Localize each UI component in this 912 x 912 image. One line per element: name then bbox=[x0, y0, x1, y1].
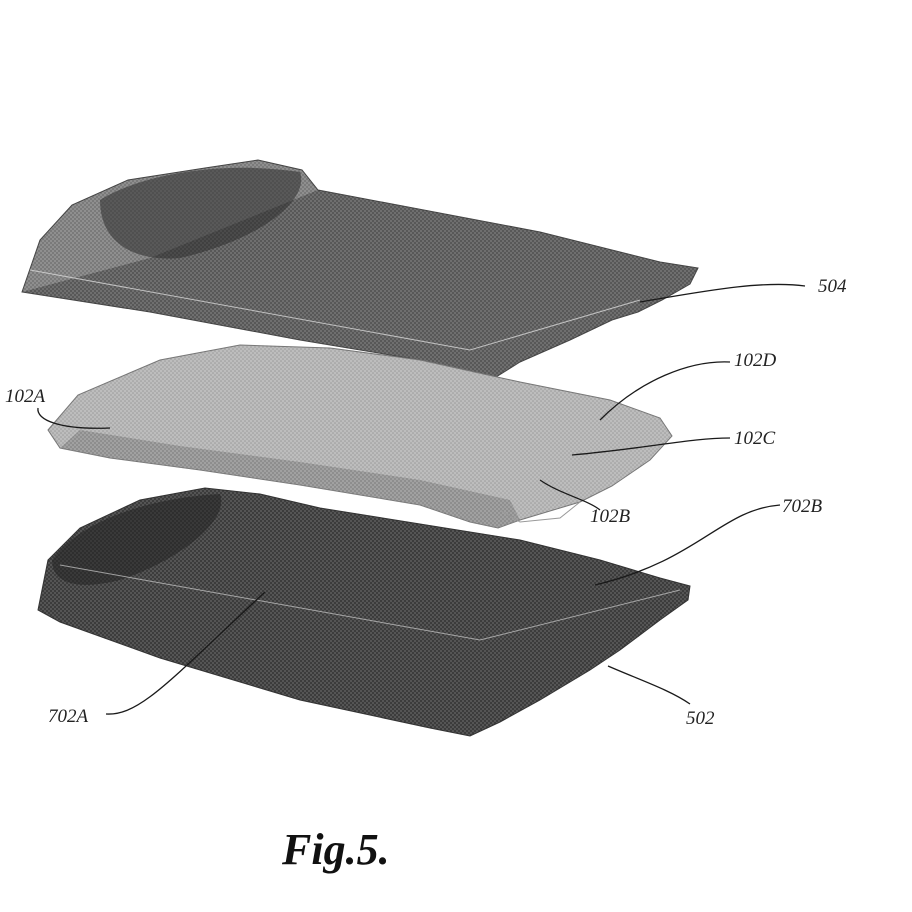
leader-702a bbox=[105, 591, 266, 715]
leader-702b bbox=[594, 504, 781, 586]
leader-504 bbox=[639, 283, 806, 303]
bottom-layer-502 bbox=[37, 487, 691, 737]
leader-102c bbox=[571, 437, 731, 456]
label-502: 502 bbox=[686, 708, 715, 729]
label-102b: 102B bbox=[590, 506, 631, 527]
label-504: 504 bbox=[818, 276, 847, 297]
leader-102b bbox=[539, 479, 601, 511]
label-102d: 102D bbox=[734, 350, 777, 371]
label-702a: 702A bbox=[48, 706, 89, 727]
label-102a: 102A bbox=[5, 386, 46, 407]
label-702b: 702B bbox=[782, 496, 823, 517]
figure-caption: Fig.5. bbox=[282, 825, 390, 874]
middle-layer-102 bbox=[47, 344, 673, 529]
leader-502 bbox=[607, 665, 691, 705]
label-102c: 102C bbox=[734, 428, 776, 449]
leader-102d bbox=[599, 361, 731, 421]
leader-102a bbox=[37, 407, 111, 429]
top-layer-504 bbox=[21, 159, 699, 383]
